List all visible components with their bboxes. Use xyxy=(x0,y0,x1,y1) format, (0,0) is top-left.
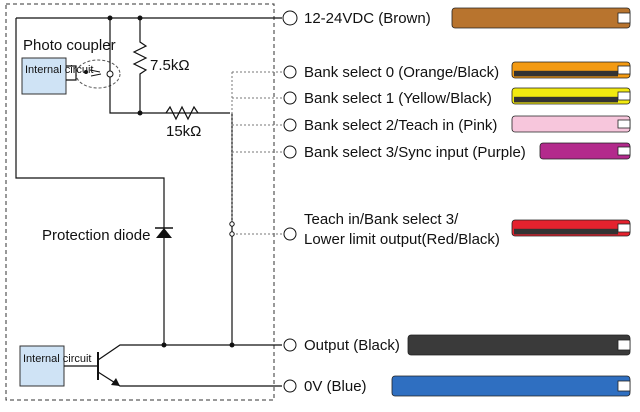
terminal-circle xyxy=(282,10,298,26)
cable-stripe xyxy=(514,96,618,103)
sensor-enclosure xyxy=(5,3,275,401)
protection-diode-label: Protection diode xyxy=(42,227,150,244)
internal-circuit-bottom-label: Internal circuit xyxy=(23,353,91,365)
internal-circuit-top-label: Internal circuit xyxy=(25,64,93,76)
wire-label: Bank select 3/Sync input (Purple) xyxy=(304,144,526,161)
cable-tip xyxy=(617,146,631,156)
transistor-emitter-arrow xyxy=(111,378,120,386)
cable-tip xyxy=(617,65,631,75)
wire-label: Teach in/Bank select 3/ xyxy=(304,211,459,228)
protection-diode-symbol xyxy=(156,228,172,238)
resistor-15k-label: 15kΩ xyxy=(166,123,201,140)
wire-label: Bank select 2/Teach in (Pink) xyxy=(304,117,497,134)
photo-coupler-sensor xyxy=(106,70,114,78)
internal-circuit-top-box xyxy=(21,57,67,95)
wire-label: Bank select 0 (Orange/Black) xyxy=(304,64,499,81)
bank-select-dotted-wires xyxy=(231,71,282,235)
photo-coupler-label: Photo coupler xyxy=(23,37,116,54)
wire-left-rail xyxy=(15,18,165,345)
junction-dot xyxy=(107,15,113,21)
open-contact xyxy=(229,231,235,237)
cable-stripe xyxy=(514,228,618,235)
cable-stripe xyxy=(514,70,618,77)
photo-coupler-led-wire xyxy=(66,65,77,81)
open-contact xyxy=(229,221,235,227)
terminal-circle xyxy=(283,118,297,132)
cable-tip xyxy=(617,380,631,392)
terminal-circle xyxy=(283,338,297,352)
terminal-circle xyxy=(283,379,297,393)
cable-swatch xyxy=(511,115,631,133)
transistor-collector xyxy=(97,344,282,361)
terminal-wire-0: 12-24VDC (Brown) xyxy=(282,7,631,29)
resistor-7k5 xyxy=(132,18,148,113)
resistor-15k xyxy=(165,105,199,121)
terminal-wire-7: 0V (Blue) xyxy=(283,375,631,397)
terminal-circle xyxy=(283,65,297,79)
wire-label-line-2: Lower limit output(Red/Black) xyxy=(304,231,500,248)
wire-label: 12-24VDC (Brown) xyxy=(304,10,431,27)
cable-tip xyxy=(617,119,631,129)
terminal-wire-6: Output (Black) xyxy=(283,334,631,356)
cable-swatch xyxy=(407,334,631,356)
photo-coupler-light-icon xyxy=(89,69,102,77)
junction-dot xyxy=(137,110,143,116)
terminal-wire-1: Bank select 0 (Orange/Black) xyxy=(283,61,631,81)
terminal-wire-5: Teach in/Bank select 3/ Lower limit outp… xyxy=(283,211,631,248)
terminal-wire-4: Bank select 3/Sync input (Purple) xyxy=(283,142,631,161)
cable-swatch xyxy=(391,375,631,397)
terminal-circle xyxy=(283,227,297,241)
resistor-7k5-label: 7.5kΩ xyxy=(150,57,190,74)
wire-label: 0V (Blue) xyxy=(304,378,367,395)
cable-tip xyxy=(617,12,631,24)
terminal-wire-2: Bank select 1 (Yellow/Black) xyxy=(283,87,631,107)
wire-label: Bank select 1 (Yellow/Black) xyxy=(304,90,492,107)
terminal-wire-3: Bank select 2/Teach in (Pink) xyxy=(283,115,631,134)
wire-label: Output (Black) xyxy=(304,337,400,354)
cable-swatch xyxy=(451,7,631,29)
photo-coupler-wire xyxy=(109,18,230,114)
cable-tip xyxy=(617,339,631,351)
cable-tip xyxy=(617,91,631,101)
internal-circuit-bottom-box xyxy=(19,345,65,387)
junction-dot xyxy=(137,15,143,21)
photo-coupler-led xyxy=(84,70,88,74)
terminal-circle xyxy=(283,91,297,105)
junction-dot xyxy=(161,342,167,348)
cable-swatch xyxy=(539,142,631,160)
cable-tip xyxy=(617,223,631,233)
terminal-circle xyxy=(283,145,297,159)
transistor-emitter xyxy=(97,371,282,387)
